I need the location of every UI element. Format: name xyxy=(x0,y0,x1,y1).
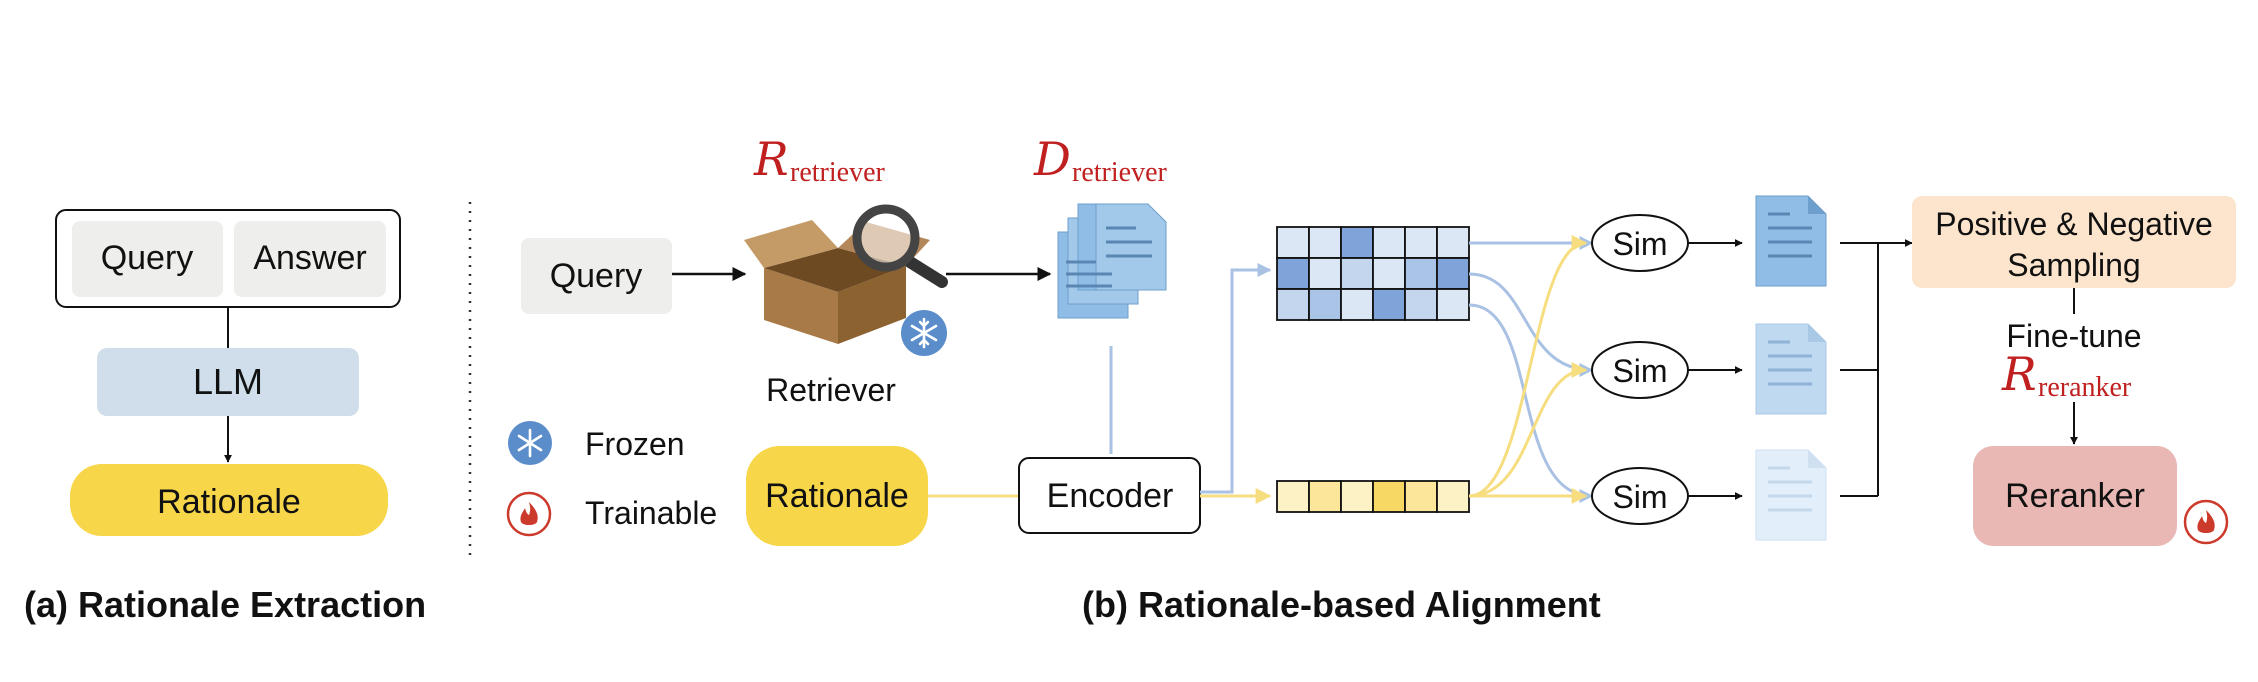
rationale-box-b xyxy=(746,446,928,546)
sim-label-3: Sim xyxy=(1612,479,1667,515)
answer-box xyxy=(234,221,386,297)
caption-b: (b) Rationale-based Alignment xyxy=(1082,584,1601,625)
reranker-label: Reranker xyxy=(2005,477,2145,515)
query-box-a xyxy=(72,221,223,297)
rationale-label-b: Rationale xyxy=(765,477,909,515)
retriever-symbol: R retriever xyxy=(753,132,885,188)
documents-symbol: D retriever xyxy=(1033,132,1167,188)
sim-label-1: Sim xyxy=(1612,226,1667,262)
sim-node-2: Sim xyxy=(1591,341,1689,399)
sim-node-3: Sim xyxy=(1591,467,1689,525)
retriever-symbol-sub: retriever xyxy=(790,157,885,188)
llm-box xyxy=(97,348,359,416)
fine-tune-label: Fine-tune xyxy=(2006,318,2141,354)
panel-a: Query Answer LLM Rationale (a) Rationale… xyxy=(24,209,426,625)
rationale-embedding-vector xyxy=(1276,480,1470,513)
sampling-box xyxy=(1912,196,2236,288)
legend: Frozen Trainable xyxy=(506,421,717,537)
fire-icon xyxy=(2183,499,2229,545)
reranker-symbol-sub: reranker xyxy=(2038,372,2132,403)
rationale-embedding-curves xyxy=(1468,235,1588,504)
doc-embedding-curves xyxy=(1468,236,1594,503)
query-label-b: Query xyxy=(550,257,643,295)
sim-to-doc-arrows xyxy=(1688,239,1743,500)
retriever-label: Retriever xyxy=(766,372,896,408)
doc-embedding-matrix xyxy=(1276,226,1470,321)
query-label-a: Query xyxy=(101,239,194,277)
sampling-label-line2: Sampling xyxy=(2007,247,2140,283)
document-icon-2 xyxy=(1755,323,1827,415)
legend-snowflake-icon xyxy=(508,421,552,465)
legend-trainable-label: Trainable xyxy=(585,495,717,531)
panel-b: Query R retriever xyxy=(506,132,2236,625)
document-icon-3 xyxy=(1755,449,1827,541)
magnifier-icon xyxy=(852,204,948,288)
query-box-b xyxy=(521,238,672,314)
document-icon-1 xyxy=(1755,195,1827,287)
reranker-symbol-main: R xyxy=(2001,347,2037,401)
encoder-label: Encoder xyxy=(1047,477,1174,515)
reranker-box xyxy=(1973,446,2177,546)
legend-fire-icon xyxy=(506,491,552,537)
caption-a: (a) Rationale Extraction xyxy=(24,584,426,625)
rationale-label-a: Rationale xyxy=(157,483,301,521)
sim-node-1: Sim xyxy=(1591,214,1689,272)
docs-to-sampling-bracket xyxy=(1840,239,1913,497)
document-stack-icon xyxy=(1057,203,1167,319)
sim-label-2: Sim xyxy=(1612,353,1667,389)
legend-frozen-label: Frozen xyxy=(585,426,685,462)
documents-symbol-main: D xyxy=(1033,132,1071,186)
reranker-symbol: R reranker xyxy=(2001,347,2132,403)
llm-label: LLM xyxy=(193,361,263,402)
documents-symbol-sub: retriever xyxy=(1072,157,1167,188)
retriever-symbol-main: R xyxy=(753,132,789,186)
snowflake-icon xyxy=(901,310,947,356)
encoder-to-doc-embeddings-arrow xyxy=(1200,263,1272,494)
answer-label: Answer xyxy=(253,239,366,277)
rationale-box-a xyxy=(70,464,388,536)
sampling-label-line1: Positive & Negative xyxy=(1935,206,2212,242)
